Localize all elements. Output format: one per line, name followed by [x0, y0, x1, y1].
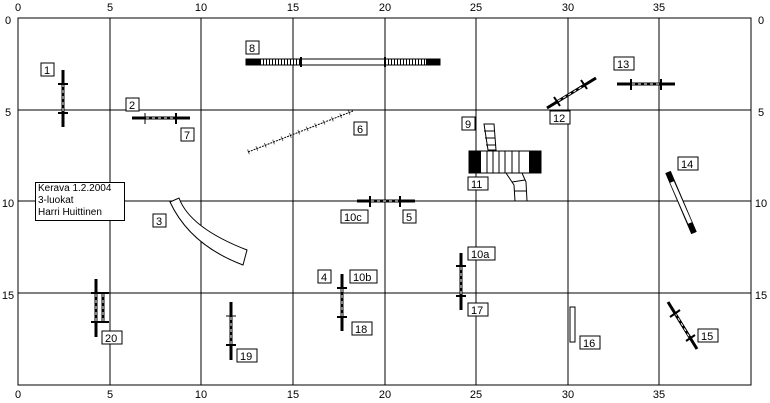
obstacle-label-4: 4	[317, 269, 332, 284]
obstacle-number: 16	[583, 338, 595, 350]
info-judge: Harri Huittinen	[38, 207, 102, 218]
obstacle-number: 7	[184, 130, 190, 142]
obstacle-number: 6	[357, 124, 363, 136]
tunnel-3	[169, 197, 248, 266]
dogwalk-8	[245, 57, 441, 67]
obstacle-number: 3	[156, 216, 162, 228]
obstacle-number: 4	[321, 272, 327, 284]
jump-4-10b-18	[337, 274, 347, 331]
x-tick-label: 30	[562, 2, 574, 14]
double-jump-20	[91, 279, 109, 337]
x-tick-label: 20	[379, 2, 391, 14]
course-info-box: Kerava 1.2.2004 3-luokat Harri Huittinen	[35, 182, 125, 221]
obstacle-number: 18	[355, 324, 367, 336]
obstacle-label-19: 19	[236, 348, 258, 363]
obstacle-label-8: 8	[245, 40, 260, 55]
obstacle-number: 10a	[471, 249, 490, 261]
obstacle-number: 12	[553, 113, 565, 125]
a-frame-14	[665, 170, 697, 235]
y-tick-label: 0	[758, 15, 764, 27]
x-tick-label: 35	[653, 2, 665, 14]
jump-13	[617, 79, 675, 90]
x-tick-label: 30	[562, 389, 574, 401]
x-tick-label: 25	[470, 389, 482, 401]
y-tick-label: 5	[758, 107, 764, 119]
x-tick-label: 10	[195, 389, 207, 401]
x-tick-label: 5	[107, 389, 113, 401]
obstacle-number: 1	[44, 65, 50, 77]
obstacle-number: 5	[406, 212, 412, 224]
y-tick-label: 10	[755, 198, 767, 210]
jump-1	[58, 70, 68, 127]
obstacle-label-17: 17	[467, 302, 489, 317]
x-tick-label: 5	[107, 2, 113, 14]
x-tick-label: 0	[15, 389, 21, 401]
y-tick-label: 5	[5, 107, 11, 119]
tire-16	[569, 306, 576, 343]
obstacle-number: 14	[681, 159, 693, 171]
obstacle-label-7: 7	[180, 127, 195, 142]
obstacle-number: 9	[465, 119, 471, 131]
obstacle-label-5: 5	[402, 209, 417, 224]
jump-15	[666, 301, 699, 350]
info-event: Kerava 1.2.2004	[38, 183, 112, 194]
x-tick-label: 0	[15, 2, 21, 14]
obstacle-number: 11	[471, 179, 482, 191]
obstacle-label-11: 11	[467, 176, 489, 191]
obstacle-number: 15	[701, 331, 713, 343]
obstacle-label-2: 2	[125, 97, 140, 112]
obstacle-label-20: 20	[101, 330, 123, 345]
y-tick-label: 10	[2, 198, 14, 210]
x-tick-label: 25	[470, 2, 482, 14]
obstacle-label-9: 9	[461, 116, 476, 131]
obstacle-label-6: 6	[353, 121, 368, 136]
x-tick-label: 10	[195, 2, 207, 14]
y-tick-label: 0	[5, 15, 11, 27]
info-class: 3-luokat	[38, 195, 74, 206]
weave-poles-6	[247, 108, 354, 155]
obstacle-label-14: 14	[677, 156, 699, 171]
obstacle-number: 13	[617, 59, 629, 71]
obstacle-label-10c: 10c	[340, 209, 369, 224]
obstacle-label-12: 12	[549, 110, 571, 125]
obstacle-number: 2	[129, 100, 135, 112]
jump-12	[546, 76, 597, 110]
obstacle-label-1: 1	[40, 62, 55, 77]
obstacle-number: 17	[471, 305, 483, 317]
obstacle-label-16: 16	[579, 335, 601, 350]
tunnel-9-11	[468, 123, 542, 202]
jump-10a-17	[456, 253, 466, 310]
obstacle-label-10b: 10b	[349, 269, 378, 284]
jump-10c-5	[357, 196, 415, 207]
obstacle-label-15: 15	[697, 328, 719, 343]
y-tick-label: 15	[755, 290, 767, 302]
obstacle-number: 10b	[353, 272, 371, 284]
obstacle-number: 20	[105, 333, 117, 345]
y-tick-label: 15	[2, 290, 14, 302]
x-tick-label: 35	[653, 389, 665, 401]
x-tick-label: 20	[379, 389, 391, 401]
obstacle-label-10a: 10a	[467, 246, 496, 261]
obstacle-label-18: 18	[351, 321, 373, 336]
obstacle-number: 8	[249, 43, 255, 55]
obstacle-number: 19	[240, 351, 252, 363]
jump-19	[226, 302, 236, 360]
obstacle-number: 10c	[344, 212, 362, 224]
obstacle-label-13: 13	[613, 56, 635, 71]
obstacle-label-3: 3	[152, 213, 167, 228]
x-tick-label: 15	[287, 389, 299, 401]
x-tick-label: 15	[287, 2, 299, 14]
jump-2	[132, 113, 190, 124]
